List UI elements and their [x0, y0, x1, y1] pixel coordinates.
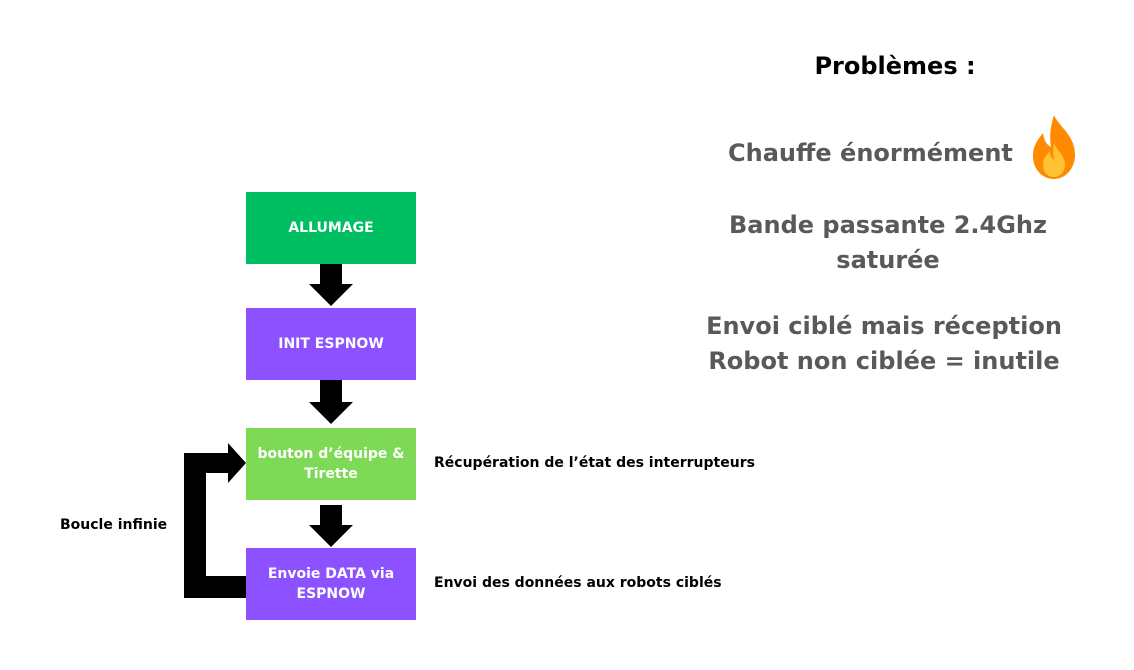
arrow-down-3 [309, 505, 353, 547]
step-init-espnow-label: INIT ESPNOW [278, 336, 384, 352]
problem-item-envoi: Envoi ciblé mais réception Robot non cib… [694, 309, 1074, 379]
problem-envoi-line-2: Robot non ciblée = inutile [708, 347, 1060, 375]
step-allumage: ALLUMAGE [246, 192, 416, 264]
step-init-espnow: INIT ESPNOW [246, 308, 416, 380]
step-bouton-tirette: bouton d’équipe & Tirette [246, 428, 416, 500]
arrow-down-2 [309, 380, 353, 424]
step-bouton-tirette-label: bouton d’équipe & Tirette [257, 446, 405, 482]
step-envoie-data: Envoie DATA via ESPNOW [246, 548, 416, 620]
problem-bande-line-1: Bande passante 2.4Ghz [729, 211, 1047, 239]
problem-bande-line-2: saturée [836, 246, 940, 274]
step-envoie-data-label: Envoie DATA via ESPNOW [267, 566, 395, 602]
fire-icon [1033, 115, 1075, 179]
problem-chauffe-text: Chauffe énormément [728, 139, 1013, 167]
loop-arrow [184, 443, 246, 598]
step-allumage-label: ALLUMAGE [288, 220, 374, 236]
problem-item-bande: Bande passante 2.4Ghz saturée [708, 208, 1068, 278]
problem-item-chauffe: Chauffe énormément [728, 136, 1013, 171]
arrow-down-1 [309, 264, 353, 306]
annotation-envoi: Envoi des données aux robots ciblés [434, 575, 722, 591]
problems-title: Problèmes : [814, 52, 976, 80]
problem-envoi-line-1: Envoi ciblé mais réception [706, 312, 1062, 340]
annotation-recuperation: Récupération de l’état des interrupteurs [434, 455, 755, 471]
loop-label: Boucle infinie [60, 517, 168, 533]
